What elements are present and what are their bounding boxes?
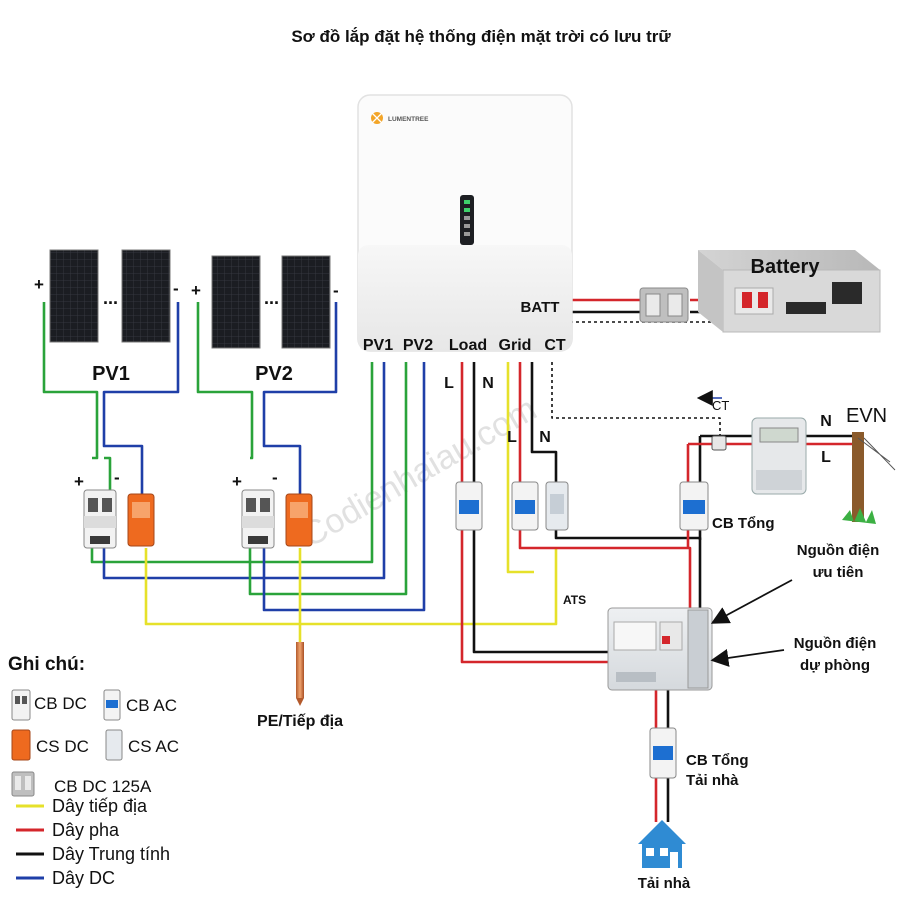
ats-label: ATS [563,593,586,607]
brand-logo-icon [371,112,383,124]
evn-l-label: L [821,449,831,466]
legend-cb-ac-icon [103,689,121,721]
legend-cb-dc-icon [11,689,31,721]
watermark-text: Codienhaiau.com [295,390,543,555]
pv1-array [49,249,171,343]
tai-nha-label: Tải nhà [638,875,691,892]
cb-dc-pv1 [83,489,117,549]
load-l-label: L [444,375,454,392]
grid-l-label: L [507,429,517,446]
grid-n-label: N [539,429,551,446]
legend-cb-dc-125a: CB DC 125A [54,777,152,796]
legend-cs-ac: CS AC [128,737,179,756]
pv2-label: PV2 [255,363,293,385]
priority-source-arrow-icon [710,579,793,624]
nguon-du-phong-line1: Nguồn điện [794,635,877,652]
house-icon [638,820,686,868]
cb-pv2-plus-label: + [232,472,242,491]
ct-label: CT [712,398,729,413]
pv2-array [211,255,331,349]
nguon-uu-tien-line1: Nguồn điện [797,542,880,559]
cb-ac-grid [511,481,539,531]
evn-n-label: N [820,413,832,430]
port-pv1-label: PV1 [363,337,393,354]
cb-pv2-minus-label: - [272,468,278,487]
legend: Ghi chú: CB DC CB AC CS DC CS AC CB DC 1… [8,654,179,888]
legend-wire-label-phase: Dây pha [52,820,120,840]
port-load-label: Load [449,337,487,354]
load-n-label: N [482,375,494,392]
batt-port-label: BATT [521,299,560,316]
nguon-uu-tien-line2: ưu tiên [813,564,864,581]
legend-wire-label-dc: Dây DC [52,868,115,888]
pv2-dots: ... [264,288,279,308]
pv1-dots: ... [103,288,118,308]
ground-rod-icon [296,642,304,706]
cs-dc-pv1 [127,493,155,547]
utility-pole-icon [842,432,896,524]
nguon-du-phong-line2: dự phòng [800,657,870,674]
legend-wire-label-neutral: Dây Trung tính [52,844,170,864]
energy-meter [751,417,807,495]
backup-source-arrow-icon [710,649,785,667]
port-grid-label: Grid [499,337,532,354]
cb-tong-tai-nha-line2: Tải nhà [686,772,739,789]
ats-switch [607,607,713,691]
pv1-minus-label: - [173,279,179,298]
port-ct-label: CT [544,337,566,354]
legend-cb-dc: CB DC [34,694,87,713]
cb-tong-tai-nha-line1: CB Tổng [686,752,748,769]
cs-dc-pv2 [285,493,313,547]
pv1-plus-label: + [34,275,44,294]
cb-dc-pv2 [241,489,275,549]
cb-pv1-minus-label: - [114,468,120,487]
cb-ac-load [455,481,483,531]
cb-tong-breaker [679,481,709,531]
legend-cb-ac: CB AC [126,696,177,715]
cb-tong-label: CB Tổng [712,515,774,532]
diagram-title: Sơ đồ lắp đặt hệ thống điện mặt trời có … [291,27,671,46]
legend-cs-ac-icon [105,729,123,761]
cs-ac-grid [545,481,569,531]
pv1-label: PV1 [92,363,130,385]
legend-title: Ghi chú: [8,654,85,675]
inverter: LUMENTREE BATT PV1 PV2 Load Grid CT [357,94,573,354]
legend-cb-dc-125a-icon [11,771,35,797]
battery-pack [698,250,881,333]
legend-cs-dc: CS DC [36,737,89,756]
cb-pv1-plus-label: + [74,472,84,491]
pe-label: PE/Tiếp địa [257,713,343,730]
legend-cs-dc-icon [11,729,31,761]
cb-tong-tai-nha-breaker [649,727,677,779]
cb-dc-125a-battery [639,287,689,323]
status-led-panel [460,195,474,245]
inverter-brand: LUMENTREE [388,116,429,123]
port-pv2-label: PV2 [403,337,433,354]
pv2-plus-label: + [191,281,201,300]
ct-sensor [711,435,727,451]
battery-label: Battery [751,256,821,278]
evn-label: EVN [846,405,887,427]
legend-wire-label-ground: Dây tiếp địa [52,796,148,816]
pv2-minus-label: - [333,281,339,300]
